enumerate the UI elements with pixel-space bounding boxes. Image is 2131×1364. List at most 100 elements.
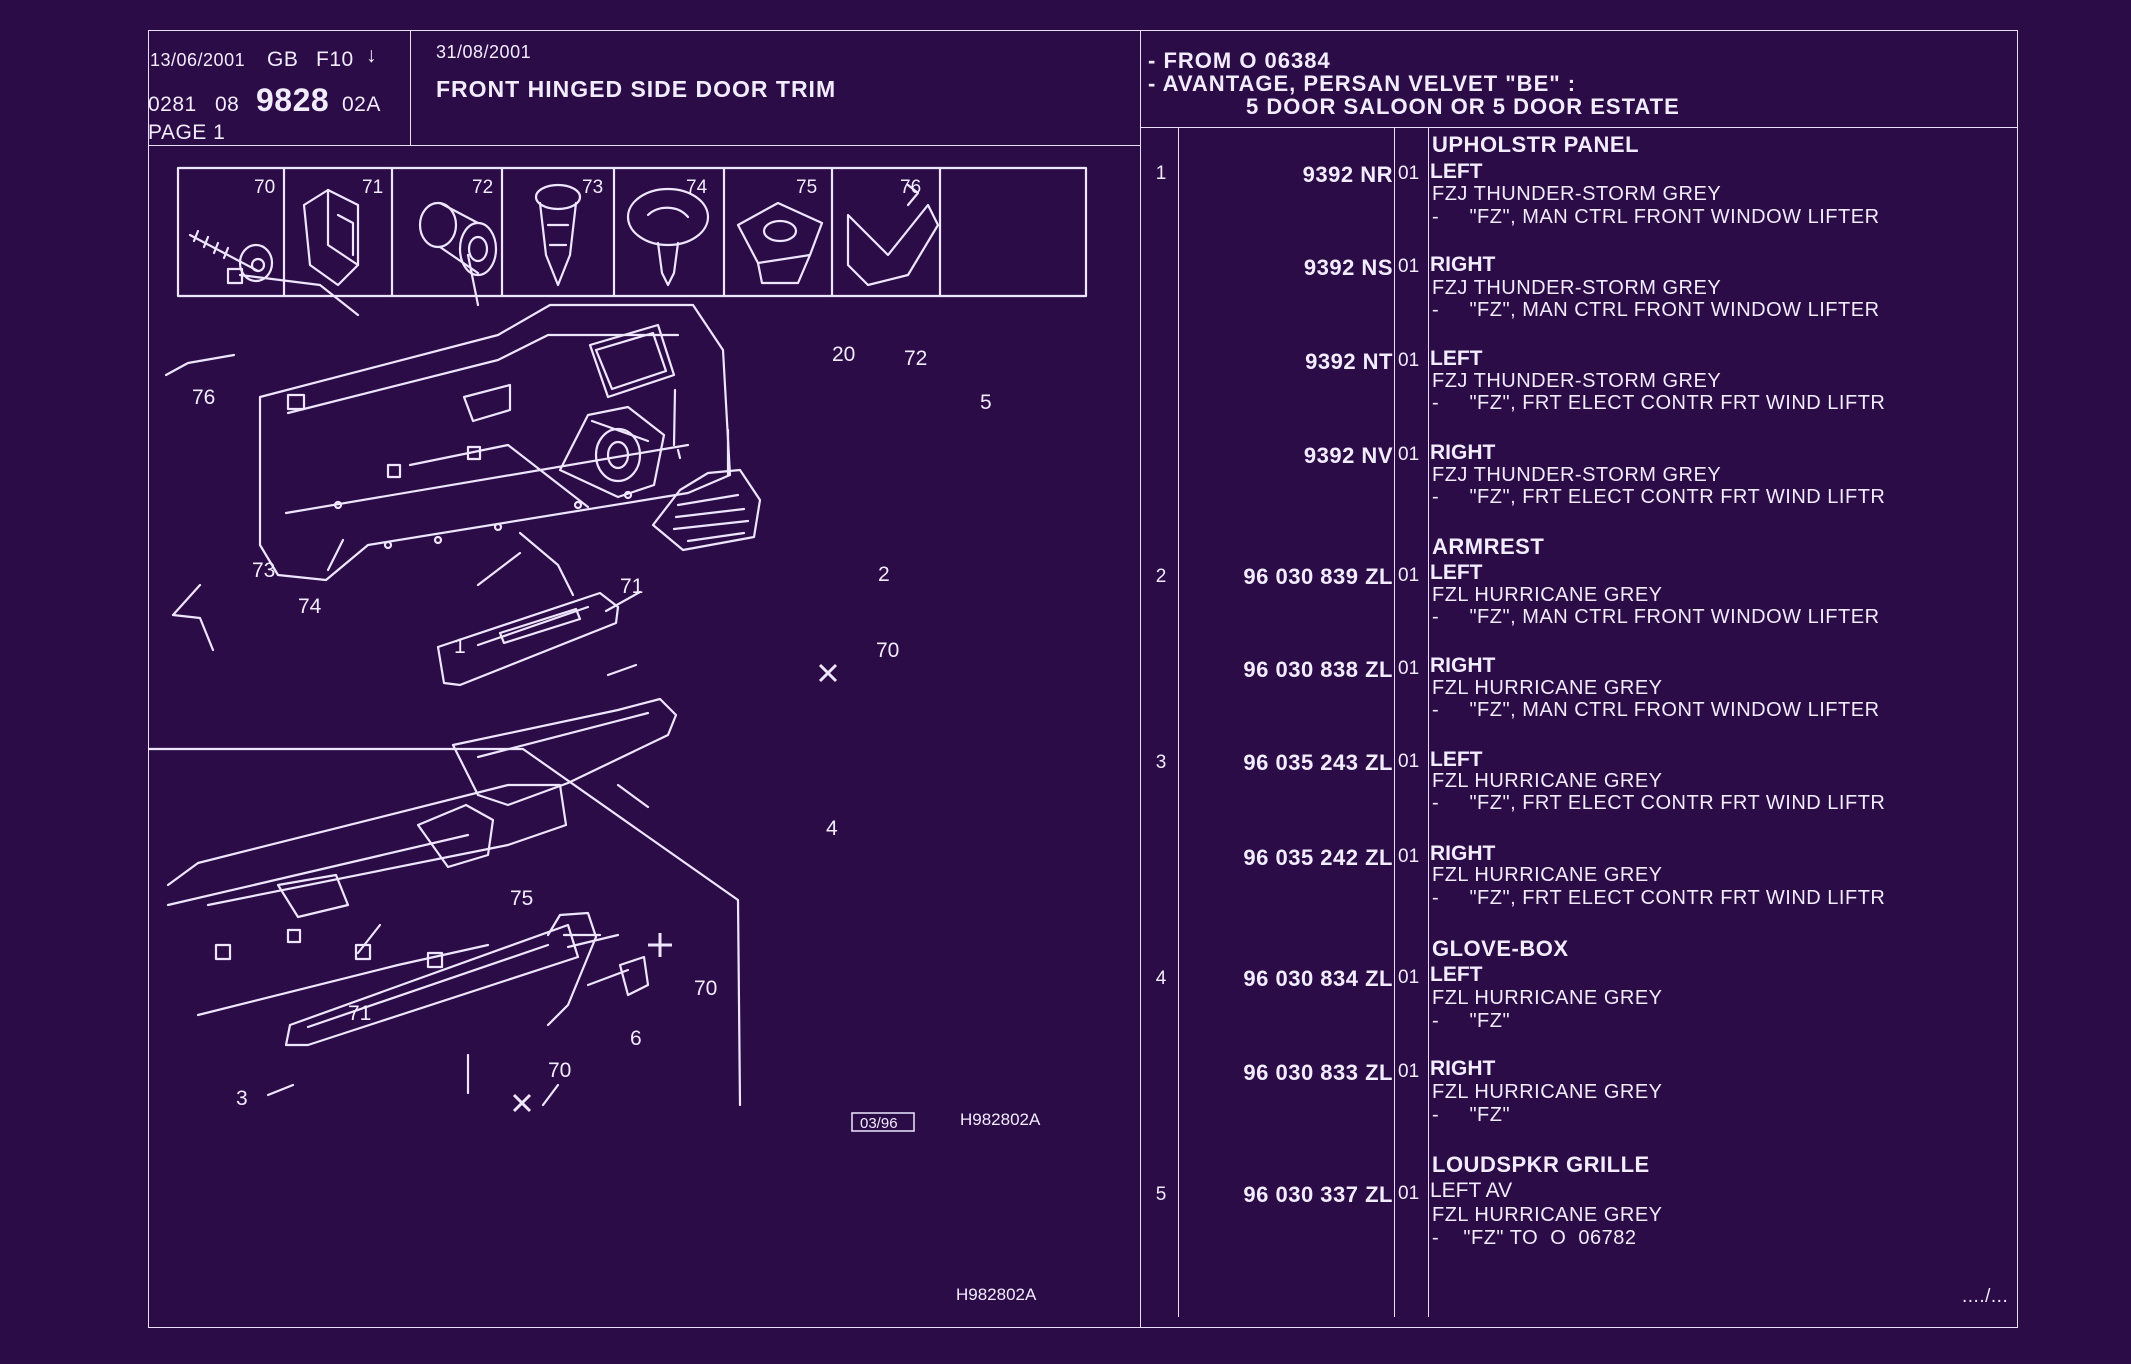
- part-side: LEFT: [1430, 963, 1483, 986]
- plug-73-icon: [534, 183, 582, 287]
- header-date2: 31/08/2001: [436, 42, 532, 62]
- part-condition: - "FZ", FRT ELECT CONTR FRT WIND LIFTR: [1432, 392, 1886, 414]
- part-condition: - "FZ", MAN CTRL FRONT WINDOW LIFTER: [1432, 206, 1880, 228]
- part-qty: 01: [1398, 846, 1420, 867]
- part-condition: - "FZ": [1432, 1104, 1511, 1126]
- part-condition: - "FZ", MAN CTRL FRONT WINDOW LIFTER: [1432, 299, 1880, 321]
- part-color: FZL HURRICANE GREY: [1432, 770, 1663, 792]
- strip-label-75: 75: [796, 177, 817, 198]
- part-qty: 01: [1398, 751, 1420, 772]
- strip-label-73: 73: [582, 177, 603, 198]
- header-page: PAGE 1: [148, 121, 226, 144]
- callout-20: 20: [832, 343, 855, 366]
- part-side: RIGHT: [1430, 441, 1496, 464]
- part-condition: - "FZ", MAN CTRL FRONT WINDOW LIFTER: [1432, 606, 1880, 628]
- part-side: RIGHT: [1430, 654, 1496, 677]
- item-index: 3: [1155, 752, 1167, 773]
- part-side: RIGHT: [1430, 253, 1496, 276]
- part-ref: 96 035 243 ZL: [1243, 750, 1393, 775]
- divider-diagram-table: [1140, 30, 1141, 1328]
- header-plate: 9828: [256, 82, 330, 118]
- part-color: FZJ THUNDER-STORM GREY: [1432, 464, 1722, 486]
- part-color: FZJ THUNDER-STORM GREY: [1432, 370, 1722, 392]
- callout-6: 6: [630, 1027, 642, 1050]
- strip-label-76: 76: [900, 177, 921, 198]
- callout-70-lower: 70: [694, 977, 717, 1000]
- callout-2: 2: [878, 563, 890, 586]
- part-condition: - "FZ" TO O 06782: [1432, 1227, 1637, 1249]
- part-ref: 96 030 838 ZL: [1243, 657, 1393, 682]
- callout-70: 70: [876, 639, 899, 662]
- divider-header-bottom-right: [1140, 127, 2018, 128]
- part-color: FZL HURRICANE GREY: [1432, 1081, 1663, 1103]
- armrest-drawing: [436, 591, 620, 687]
- part-color: FZL HURRICANE GREY: [1432, 584, 1663, 606]
- part-qty: 01: [1398, 256, 1420, 277]
- header-section: F10: [316, 48, 354, 71]
- callout-72: 72: [904, 347, 927, 370]
- part-condition: - "FZ": [1432, 1010, 1511, 1032]
- door-panel-drawing: [226, 267, 732, 582]
- nut-75-icon: [736, 201, 824, 285]
- part-ref: 9392 NS: [1303, 255, 1393, 280]
- part-ref: 9392 NR: [1302, 162, 1393, 187]
- part-color: FZL HURRICANE GREY: [1432, 987, 1663, 1009]
- screw-icon: [188, 229, 274, 283]
- callout-71-lower: 71: [348, 1002, 371, 1025]
- part-ref: 96 035 242 ZL: [1243, 845, 1393, 870]
- callout-76: 76: [192, 386, 215, 409]
- grommet-72-icon: [418, 201, 498, 277]
- group-heading: UPHOLSTR PANEL: [1432, 132, 1640, 157]
- callout-70-bottom: 70: [548, 1059, 571, 1082]
- part-condition: - "FZ", FRT ELECT CONTR FRT WIND LIFTR: [1432, 887, 1886, 909]
- strip-label-70: 70: [254, 177, 275, 198]
- date-box-label: 03/96: [860, 1115, 898, 1132]
- part-qty: 01: [1398, 163, 1420, 184]
- callout-75: 75: [510, 887, 533, 910]
- glovebox-drawing: [451, 697, 678, 807]
- speaker-housing-drawing: [558, 405, 666, 499]
- divider-header-bottom-left: [148, 145, 1140, 146]
- part-ref: 9392 NT: [1305, 349, 1393, 374]
- header-plate-suffix: 02A: [342, 93, 381, 116]
- divider-index-col: [1178, 127, 1179, 1317]
- cross-marker-70b: [648, 933, 672, 957]
- part-qty: 01: [1398, 1183, 1420, 1204]
- part-side: RIGHT: [1430, 1057, 1496, 1080]
- date-box: [851, 1112, 915, 1132]
- header-code-b: 08: [215, 93, 240, 116]
- item-index: 4: [1155, 968, 1167, 989]
- callout-numbers: 76 20 72 5 73 74 71 2 70 1 4 75 70 71 6 …: [192, 343, 992, 1110]
- page-frame: [148, 30, 2018, 1328]
- callout-73: 73: [252, 559, 275, 582]
- exploded-diagram: 76 20 72 5 73 74 71 2 70 1 4 75 70 71 6 …: [148, 166, 1088, 1304]
- part-color: FZJ THUNDER-STORM GREY: [1432, 183, 1722, 205]
- header-arrow: ↓: [366, 44, 377, 67]
- part-side: RIGHT: [1430, 842, 1496, 865]
- part-qty: 01: [1398, 1061, 1420, 1082]
- item-index: 2: [1155, 566, 1167, 587]
- part-ref: 96 030 839 ZL: [1243, 564, 1393, 589]
- part-color: FZL HURRICANE GREY: [1432, 864, 1663, 886]
- fastener-strip: [176, 166, 1088, 298]
- applicability-line-2: - AVANTAGE, PERSAN VELVET "BE" :: [1148, 71, 1577, 96]
- applicability-line-3: 5 DOOR SALOON OR 5 DOOR ESTATE: [1246, 94, 1680, 119]
- part-qty: 01: [1398, 444, 1420, 465]
- part-color: FZL HURRICANE GREY: [1432, 677, 1663, 699]
- group-heading: ARMREST: [1432, 534, 1545, 559]
- lower-door-drawing: [148, 747, 742, 1107]
- part-side: LEFT: [1430, 160, 1483, 183]
- callout-74: 74: [298, 595, 322, 618]
- callout-4: 4: [826, 817, 838, 840]
- item-index: 5: [1155, 1184, 1167, 1205]
- callout-1: 1: [454, 635, 466, 658]
- divider-header-info: [410, 30, 411, 145]
- divider-qty-col: [1428, 127, 1429, 1317]
- applicability-line-1: - FROM O 06384: [1148, 48, 1331, 73]
- strip-label-71: 71: [362, 177, 383, 198]
- group-heading: LOUDSPKR GRILLE: [1432, 1152, 1650, 1177]
- part-side: LEFT: [1430, 748, 1483, 771]
- callout-3: 3: [236, 1087, 248, 1110]
- part-ref: 96 030 834 ZL: [1243, 966, 1393, 991]
- header-code-a: 0281: [148, 93, 197, 116]
